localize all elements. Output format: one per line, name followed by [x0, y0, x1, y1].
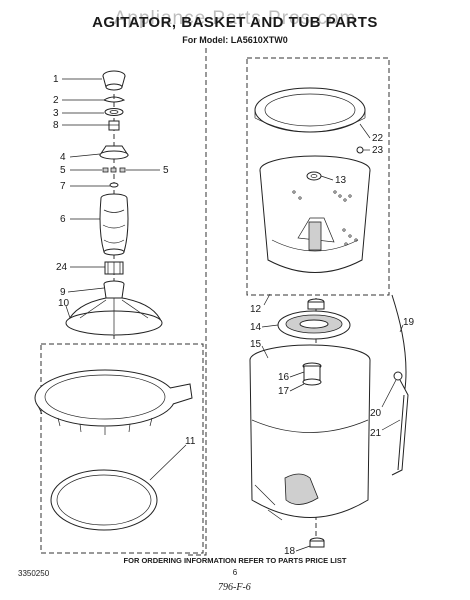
- callout-16: 16: [278, 372, 290, 383]
- model-line: For Model: LA5610XTW0: [182, 35, 288, 45]
- callout-12: 12: [250, 304, 262, 315]
- callout-15: 15: [250, 339, 262, 350]
- callout-10: 10: [58, 298, 70, 309]
- callout-2: 2: [53, 95, 59, 106]
- spring-washer: [104, 108, 124, 116]
- callout-labels: 1 2 3 8 4 5 5 7 6 24 9 10 11 22 23 13 12…: [53, 74, 415, 557]
- callout-22: 22: [372, 133, 384, 144]
- callout-23: 23: [372, 145, 384, 156]
- callout-19: 19: [403, 317, 415, 328]
- air-dome-hose: [391, 379, 409, 476]
- washer-small: [109, 182, 119, 188]
- callout-7: 7: [60, 181, 66, 192]
- tub-bearing-ring: [277, 310, 351, 340]
- callout-17: 17: [278, 386, 290, 397]
- watermark: Appliance Parts Pros.com: [113, 8, 357, 29]
- tub-ring: [34, 369, 193, 435]
- callout-6: 6: [60, 214, 66, 225]
- callout-14: 14: [250, 322, 262, 333]
- callout-11: 11: [185, 436, 196, 447]
- basket-fastener: [356, 146, 364, 154]
- callout-18: 18: [284, 546, 296, 557]
- dog-drive: [99, 145, 129, 160]
- callout-4: 4: [60, 152, 66, 163]
- cam-drive: [108, 120, 120, 131]
- drive-bell: [104, 261, 124, 275]
- hose-clamp: [393, 371, 403, 381]
- dog-pieces: [102, 167, 126, 173]
- spin-basket: [259, 155, 371, 273]
- callout-8: 8: [53, 120, 59, 131]
- center-post: [302, 362, 322, 386]
- callout-13: 13: [335, 175, 347, 186]
- callout-21: 21: [370, 428, 382, 439]
- basket-drive-nut: [306, 171, 322, 181]
- tub-ring-group-box: [40, 343, 204, 554]
- basket-balance-ring: [254, 87, 366, 133]
- callout-5-right: 5: [163, 165, 169, 176]
- drain-plug: [309, 537, 325, 548]
- callout-24: 24: [56, 262, 68, 273]
- leader-lines: [62, 78, 404, 552]
- callout-9: 9: [60, 287, 66, 298]
- retainer-clip: [103, 96, 126, 103]
- agitator-auger: [99, 193, 129, 256]
- callout-5-left: 5: [60, 165, 66, 176]
- ordering-note: FOR ORDERING INFORMATION REFER TO PARTS …: [123, 556, 347, 565]
- handwritten-note: 796-F-6: [218, 582, 251, 593]
- page-number: 6: [232, 568, 238, 577]
- callout-3: 3: [53, 108, 59, 119]
- tub-gasket: [50, 469, 158, 531]
- catalog-number: 3350250: [18, 569, 50, 578]
- basket-group-box: [246, 57, 390, 296]
- callout-20: 20: [370, 408, 382, 419]
- agitator-cap: [102, 70, 126, 91]
- callout-1: 1: [53, 74, 59, 85]
- basket-hub: [307, 298, 325, 310]
- diagram-title: AGITATOR, BASKET AND TUB PARTS: [92, 14, 378, 31]
- agitator-base: [65, 280, 163, 336]
